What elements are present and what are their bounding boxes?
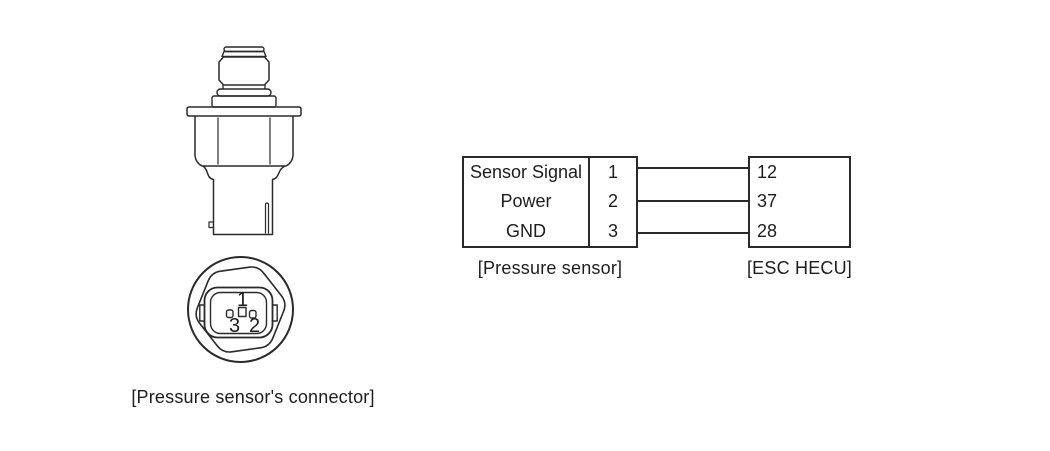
connector-left-tab [199,304,206,322]
esc-hecu-caption: [ESC HECU] [746,258,853,278]
sensor-pin-number: 2 [588,187,636,217]
sensor-flange [186,106,302,117]
connector-pin-3-contact [225,309,234,319]
connector-housing-outer [203,286,274,339]
sensor-pin-number: 1 [588,158,636,188]
hecu-pin-number: 28 [757,220,778,241]
sensor-hex-body [194,115,294,167]
pressure-sensor-illustration: 1 3 2 [186,46,302,363]
connector-pin-2-label: 2 [249,315,260,337]
pressure-sensor-caption: [Pressure sensor] [477,258,623,278]
connector-outer-circle [187,256,294,363]
connector-right-tab [271,304,278,322]
connector-housing-inner [209,291,268,335]
sensor-step [211,95,277,108]
signal-label: GND [506,220,546,241]
wire-gnd [637,232,749,234]
sensor-barrel [218,56,270,86]
sensor-pin-number: 3 [588,216,636,246]
connector-caption: [Pressure sensor's connector] [131,387,375,407]
connector-pin-3-label: 3 [229,315,240,337]
connector-pin-2-contact [248,309,257,319]
connector-hex-outline [195,266,286,353]
sensor-cap-collar [221,50,267,58]
sensor-side-view [186,46,302,236]
signal-label: Sensor Signal [469,162,583,183]
sensor-neck-ring [216,88,272,97]
stem-slot [264,202,270,234]
stem-notch [208,221,215,229]
hecu-pin-number: 12 [757,162,778,183]
wire-power [637,200,749,202]
sensor-connector-stem [202,165,286,236]
esc-hecu-box: 12 37 28 [748,156,851,248]
wire-sensor-signal [637,167,749,169]
signal-label: Power [500,191,552,212]
pressure-sensor-pin-table: Sensor Signal 1 Power 2 GND 3 [462,156,638,248]
connector-pin-1-contact [237,306,247,318]
sensor-hex-facets [217,117,271,165]
sensor-connector-face-view: 1 3 2 [187,256,294,363]
hecu-pin-number: 37 [757,191,778,212]
connector-pin-1-label: 1 [237,289,248,311]
